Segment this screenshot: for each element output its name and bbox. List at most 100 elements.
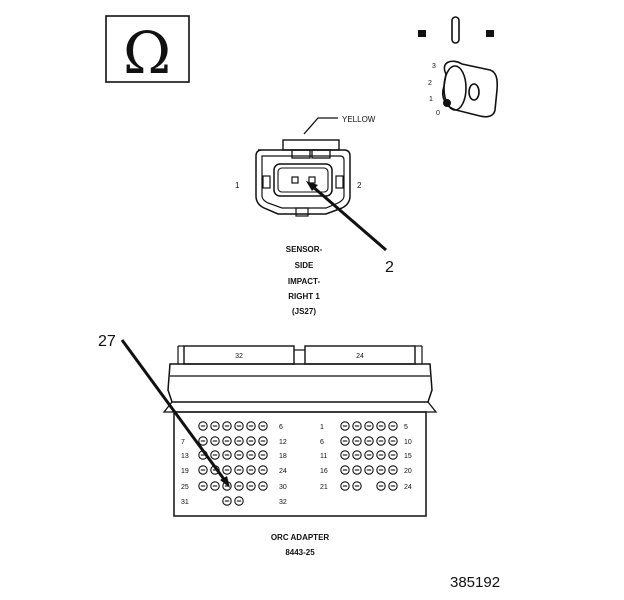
left-row-end-4: 24 xyxy=(279,468,287,475)
right-pin-23 xyxy=(376,481,386,491)
left-pin-16 xyxy=(234,450,244,460)
callout-27: 27 xyxy=(98,333,116,350)
left-row-end-2: 12 xyxy=(279,439,287,446)
ignition-key-icon: 3 2 1 0 xyxy=(418,16,499,118)
left-header-label: 32 xyxy=(235,353,243,360)
sensor-connector: YELLOW 1 2 2 xyxy=(235,115,394,276)
left-pin-28 xyxy=(234,481,244,491)
left-pin-21 xyxy=(222,465,232,475)
left-row-end-6: 32 xyxy=(279,499,287,506)
right-pin-11 xyxy=(340,450,350,460)
left-pin-32 xyxy=(234,496,244,506)
right-pin-14 xyxy=(376,450,386,460)
right-pin-6 xyxy=(340,436,350,446)
left-pin-1 xyxy=(198,421,208,431)
right-row-end-1: 5 xyxy=(404,424,408,431)
right-row-end-2: 10 xyxy=(404,439,412,446)
left-row-start-2: 7 xyxy=(181,439,185,446)
right-pin-16 xyxy=(340,465,350,475)
ignition-position-0: 0 xyxy=(436,110,440,117)
left-pin-15 xyxy=(222,450,232,460)
right-pin-7 xyxy=(352,436,362,446)
pin-2-label: 2 xyxy=(357,181,362,190)
left-pin-10 xyxy=(234,436,244,446)
left-row-start-3: 13 xyxy=(181,453,189,460)
wire-color-label: YELLOW xyxy=(342,115,376,124)
right-pin-19 xyxy=(376,465,386,475)
right-row-start-1: 1 xyxy=(320,424,324,431)
right-pin-17 xyxy=(352,465,362,475)
left-pin-11 xyxy=(246,436,256,446)
left-pin-2 xyxy=(210,421,220,431)
right-pin-21 xyxy=(340,481,350,491)
left-pin-14 xyxy=(210,450,220,460)
right-row-end-5: 24 xyxy=(404,484,412,491)
right-row-start-2: 6 xyxy=(320,439,324,446)
left-pin-24 xyxy=(258,465,268,475)
connector-name-line-2: SIDE xyxy=(295,261,314,270)
left-pin-18 xyxy=(258,450,268,460)
right-row-start-4: 16 xyxy=(320,468,328,475)
adapter-part-number: 8443-25 xyxy=(285,548,315,557)
right-pin-1 xyxy=(340,421,350,431)
left-pin-6 xyxy=(258,421,268,431)
left-pin-29 xyxy=(246,481,256,491)
right-pin-15 xyxy=(388,450,398,460)
pin-1-label: 1 xyxy=(235,181,240,190)
left-row-end-1: 6 xyxy=(279,424,283,431)
right-pin-5 xyxy=(388,421,398,431)
right-pin-9 xyxy=(376,436,386,446)
ignition-position-3: 3 xyxy=(432,63,436,70)
left-row-end-3: 18 xyxy=(279,453,287,460)
right-pin-22 xyxy=(352,481,362,491)
right-row-end-3: 15 xyxy=(404,453,412,460)
right-header-label: 24 xyxy=(356,353,364,360)
left-pin-8 xyxy=(210,436,220,446)
connector-name: SENSOR- SIDE IMPACT- RIGHT 1 (JS27) xyxy=(286,245,323,316)
connector-name-line-4: RIGHT 1 xyxy=(288,292,320,301)
left-pin-19 xyxy=(198,465,208,475)
right-pin-18 xyxy=(364,465,374,475)
figure-number: 385192 xyxy=(450,574,500,591)
right-pin-20 xyxy=(388,465,398,475)
right-pin-13 xyxy=(364,450,374,460)
right-pin-2 xyxy=(352,421,362,431)
left-pin-30 xyxy=(258,481,268,491)
right-pin-3 xyxy=(364,421,374,431)
ohm-icon: Ω xyxy=(123,19,171,87)
left-row-start-4: 19 xyxy=(181,468,189,475)
right-pin-8 xyxy=(364,436,374,446)
left-pin-4 xyxy=(234,421,244,431)
left-pin-23 xyxy=(246,465,256,475)
connector-name-line-3: IMPACT- xyxy=(288,277,321,286)
orc-adapter: 32 24 7 13 19 25 31 6 12 18 24 30 32 1 6… xyxy=(98,333,438,557)
left-row-start-5: 25 xyxy=(181,484,189,491)
ohmmeter-symbol: Ω xyxy=(105,15,190,87)
right-pin-12 xyxy=(352,450,362,460)
left-pin-9 xyxy=(222,436,232,446)
left-pin-5 xyxy=(246,421,256,431)
connector-name-line-1: SENSOR- xyxy=(286,245,323,254)
right-pin-4 xyxy=(376,421,386,431)
left-pin-25 xyxy=(198,481,208,491)
left-pin-26 xyxy=(210,481,220,491)
pin-grid xyxy=(198,421,398,506)
ignition-position-1: 1 xyxy=(429,96,433,103)
left-pin-12 xyxy=(258,436,268,446)
right-pin-10 xyxy=(388,436,398,446)
ignition-position-2: 2 xyxy=(428,80,432,87)
left-row-start-6: 31 xyxy=(181,499,189,506)
left-row-end-5: 30 xyxy=(279,484,287,491)
left-pin-22 xyxy=(234,465,244,475)
connector-name-line-5: (JS27) xyxy=(292,307,316,316)
adapter-name: ORC ADAPTER xyxy=(271,533,330,542)
right-pin-24 xyxy=(388,481,398,491)
right-row-end-4: 20 xyxy=(404,468,412,475)
left-pin-3 xyxy=(222,421,232,431)
right-row-start-5: 21 xyxy=(320,484,328,491)
callout-2: 2 xyxy=(385,259,394,276)
left-pin-17 xyxy=(246,450,256,460)
left-pin-31 xyxy=(222,496,232,506)
left-pin-7 xyxy=(198,436,208,446)
